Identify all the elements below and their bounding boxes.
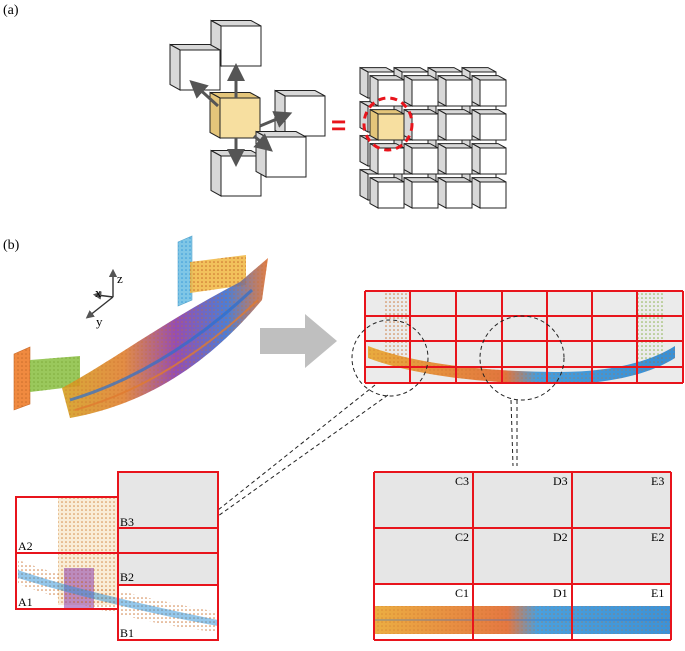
lattice-cube — [437, 176, 473, 209]
neighbor-cube-right — [274, 89, 326, 137]
axis-x-label: x — [95, 285, 102, 300]
lattice-cube — [403, 176, 439, 209]
lattice-cube — [437, 108, 473, 141]
lattice-cube — [403, 142, 439, 175]
cell-label-C1: C1 — [455, 586, 469, 600]
lattice-cube — [437, 142, 473, 175]
cube-lattice — [359, 66, 507, 209]
cell-label-E3: E3 — [651, 474, 664, 488]
lattice-cube — [369, 108, 405, 141]
cell-label-B2: B2 — [120, 570, 134, 584]
grid-cell-B — [117, 471, 219, 641]
left-zoom-panel: A2 A1 B3 B2 B1 — [15, 471, 219, 641]
bumper-beam-mesh — [13, 235, 268, 418]
center-cube — [209, 91, 261, 139]
cell-label-B1: B1 — [120, 626, 134, 640]
transition-arrow-icon — [260, 314, 337, 368]
cube-neighbor-diagram — [169, 19, 326, 197]
lattice-cube — [403, 74, 439, 107]
cell-label-D2: D2 — [553, 530, 568, 544]
lattice-cube — [471, 108, 507, 141]
cell-label-A1: A1 — [18, 595, 33, 609]
dashed-circle-icon — [362, 96, 414, 152]
cell-label-A2: A2 — [18, 539, 33, 553]
right-zoom-panel: C3 D3 E3 C2 D2 E2 C1 D1 E1 — [373, 471, 672, 641]
cell-label-B3: B3 — [120, 515, 134, 529]
lattice-cube — [369, 176, 405, 209]
axis-triad-icon: z x y — [85, 268, 123, 329]
neighbor-cube-front — [255, 130, 307, 178]
flow-arrow-icon — [189, 63, 293, 167]
panel-a-label: (a) — [3, 3, 19, 18]
axis-y-label: y — [96, 314, 103, 329]
cell-label-C3: C3 — [455, 474, 469, 488]
cell-label-C2: C2 — [455, 530, 469, 544]
lattice-cube — [369, 74, 405, 107]
panel-b-label: (b) — [3, 238, 20, 253]
cell-label-E2: E2 — [651, 530, 664, 544]
dashed-circle-icon — [351, 319, 429, 397]
axis-z-label: z — [117, 271, 123, 286]
lattice-cube — [471, 142, 507, 175]
zoom-connector-lines — [217, 384, 518, 517]
equals-sign: = — [331, 110, 346, 140]
discretized-beam-grid — [364, 290, 684, 384]
dashed-circle-icon — [479, 315, 565, 401]
lattice-cube — [471, 176, 507, 209]
cell-label-E1: E1 — [651, 586, 664, 600]
lattice-cube — [471, 74, 507, 107]
lattice-cube — [437, 74, 473, 107]
cell-label-D3: D3 — [553, 474, 568, 488]
neighbor-cube-left — [169, 43, 221, 91]
cell-label-D1: D1 — [553, 586, 568, 600]
